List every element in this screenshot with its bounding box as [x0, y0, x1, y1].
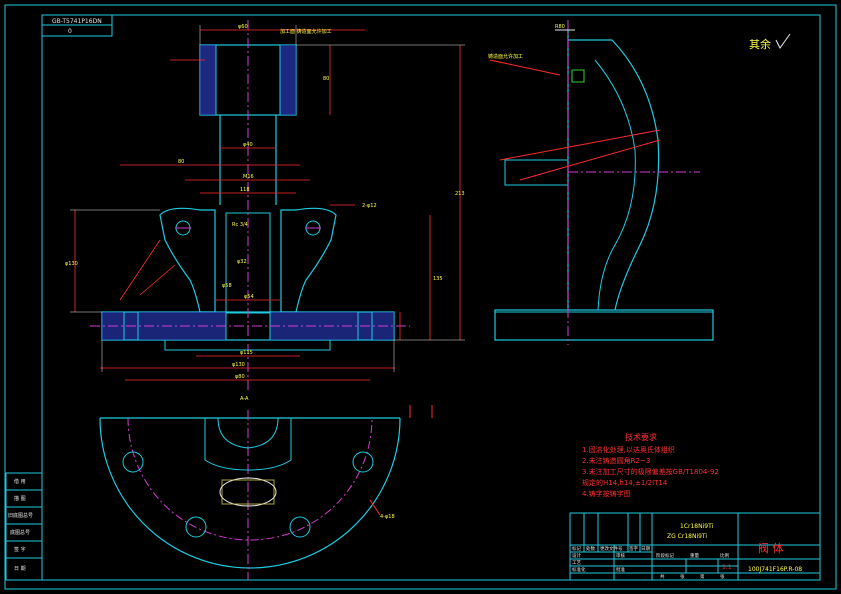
title-cell: 设计 — [572, 552, 581, 559]
strip-label: 日 期 — [14, 566, 26, 572]
dim-label: 118 — [240, 187, 250, 193]
code-box-text: GB-T5741P16DN — [52, 18, 102, 25]
tech-item: 3.未注加工尺寸的极限偏差按GB/T1804-92 — [582, 467, 719, 476]
material-line-1: 1Cr18Ni9Ti — [680, 523, 714, 530]
dim-label: φ130 — [232, 362, 245, 368]
dim-label: 213 — [455, 191, 465, 197]
strip-label: 签 字 — [14, 546, 26, 553]
tech-title: 技术要求 — [625, 432, 657, 442]
title-cell: 批准 — [616, 566, 625, 573]
title-cell: 张 — [720, 573, 725, 580]
dim-label: φ54 — [244, 294, 254, 300]
dim-label: φ80 — [235, 374, 245, 380]
dim-label: φ115 — [240, 350, 253, 356]
title-cell: 重量 — [690, 552, 699, 559]
part-name: 阀 体 — [758, 541, 784, 555]
left-strip-table: 借 用 描 图 旧底图总号 底图总号 签 字 日 期 — [5, 472, 43, 581]
dim-label: 4-φ18 — [380, 514, 395, 520]
inner-border — [41, 14, 821, 581]
title-cell: 张 — [680, 573, 685, 580]
title-cell: 比例 — [720, 552, 729, 559]
roughness-note-text: 其余 — [749, 37, 771, 51]
title-cell: 工艺 — [572, 560, 581, 566]
tech-item: 2.未注铸造圆角R2~3 — [582, 456, 650, 465]
dim-label: 135 — [433, 276, 443, 282]
title-cell: 处数 — [586, 545, 595, 552]
tech-item: 4.铸字按铸字图 — [582, 489, 631, 498]
title-cell: 审核 — [616, 552, 625, 559]
front-view: φ60 80 φ40 80 M16 118 2-φ12 Rc 3/4 φ32 φ… — [65, 20, 465, 390]
roughness-note: 其余 — [749, 33, 791, 51]
dim-label: φ58 — [222, 283, 232, 289]
dim-label: φ32 — [237, 259, 247, 265]
drawing-number: 100J741F16P.R-08 — [748, 566, 802, 573]
title-cell: 更改文件号 — [600, 545, 623, 552]
section-label: A-A — [240, 396, 249, 402]
title-cell: 签字 — [629, 545, 638, 552]
title-cell: 标记 — [572, 545, 581, 552]
side-view: R80 铸造面允许加工 — [488, 20, 714, 345]
tech-item: 规定的H14,h14,±1/2IT14 — [582, 478, 668, 487]
tech-item: 1.固溶化处理,以达奥氏体组织 — [582, 445, 675, 454]
strip-label: 描 图 — [14, 495, 26, 502]
roughness-symbol-icon — [775, 33, 791, 49]
dim-label: φ40 — [243, 142, 253, 148]
dim-label: R80 — [555, 24, 565, 30]
code-box-text-2: 0 — [68, 28, 72, 35]
dim-label: 80 — [323, 76, 329, 82]
strip-label: 旧底图总号 — [8, 512, 33, 519]
dim-label: φ60 — [238, 24, 248, 30]
strip-label: 底图总号 — [10, 529, 30, 536]
outer-border — [4, 4, 837, 590]
title-cell: 第 — [700, 573, 705, 580]
dim-label: 2-φ12 — [362, 203, 377, 209]
dim-label: φ130 — [65, 261, 78, 267]
material-line-2: ZG Cr18Ni9Ti — [667, 533, 707, 540]
side-note-label: 铸造面允许加工 — [488, 53, 523, 60]
tech-requirements: 技术要求 1.固溶化处理,以达奥氏体组织 2.未注铸造圆角R2~3 3.未注加工… — [582, 432, 719, 498]
dim-label: Rc 3/4 — [232, 222, 248, 228]
code-box: GB-T5741P16DN 0 — [41, 14, 113, 37]
title-cell: 日期 — [641, 546, 650, 552]
section-view: A-A 4-φ18 — [99, 396, 433, 580]
title-cell: 标准化 — [572, 566, 586, 573]
dim-label: 80 — [178, 159, 184, 165]
title-block: 1Cr18Ni9Ti ZG Cr18Ni9Ti 阀 体 100J741F16P.… — [569, 512, 821, 581]
title-cell: 共 — [660, 573, 665, 580]
title-cell: 阶段标记 — [656, 552, 674, 559]
top-note-label: 加工面 铸造面允许加工 — [280, 28, 332, 35]
strip-label: 借 用 — [14, 478, 26, 485]
scale-value: 1:1 — [722, 564, 732, 571]
dim-label: M16 — [243, 174, 254, 180]
